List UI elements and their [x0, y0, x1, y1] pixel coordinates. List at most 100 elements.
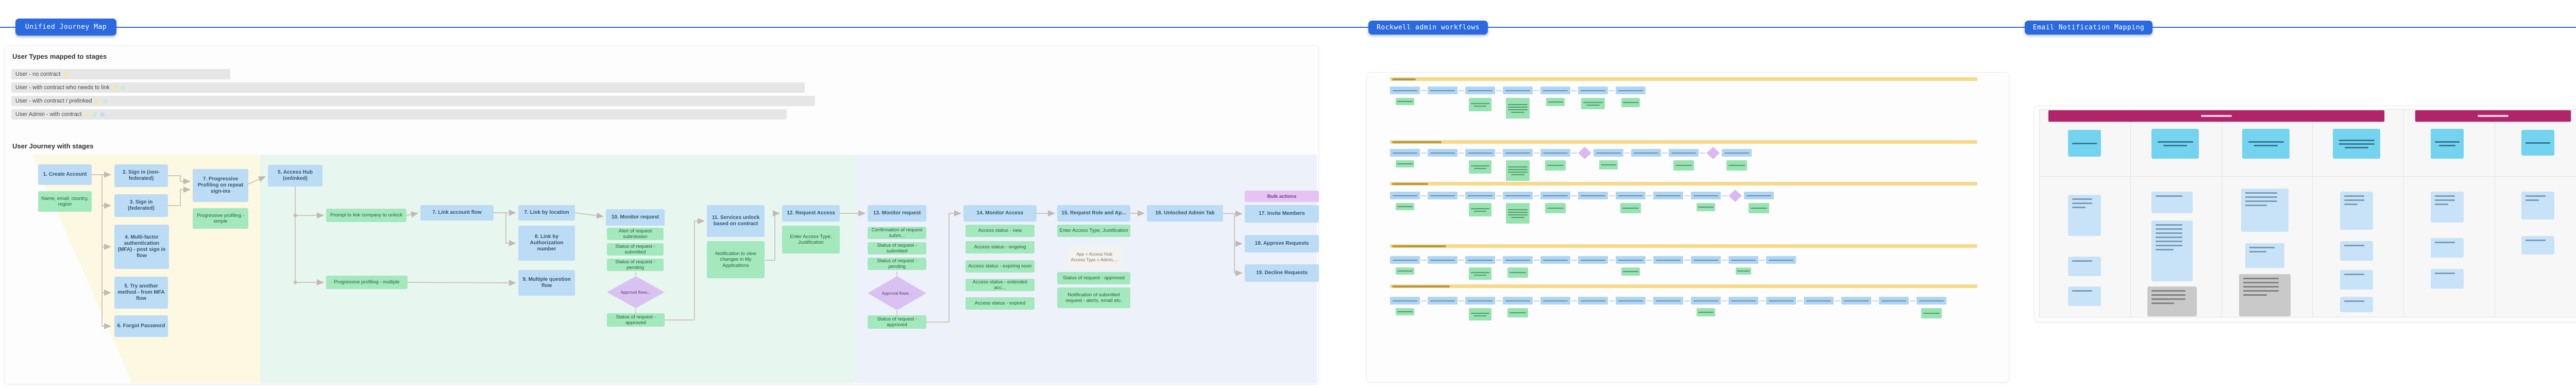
workflow-mini-node[interactable]: [1390, 256, 1420, 264]
journey-step-node[interactable]: 13. Monitor request: [868, 205, 926, 222]
workflow-mini-note[interactable]: [1469, 203, 1492, 216]
workflow-mini-node[interactable]: [1841, 297, 1871, 305]
journey-step-node[interactable]: 7. Link account flow: [420, 205, 494, 221]
workflow-mini-node[interactable]: [1804, 297, 1834, 305]
email-col-header-bar[interactable]: [2048, 110, 2384, 122]
workflow-mini-note[interactable]: [1396, 98, 1414, 105]
sticky-note-green[interactable]: Alert of request submission: [607, 228, 664, 240]
workflow-mini-node[interactable]: [1465, 256, 1495, 264]
workflow-mini-node[interactable]: [1428, 297, 1458, 305]
email-trigger-card[interactable]: [2521, 130, 2554, 156]
workflow-mini-node[interactable]: [1594, 149, 1623, 157]
workflow-mini-node[interactable]: [1766, 297, 1796, 305]
workflow-mini-node[interactable]: [1390, 192, 1420, 199]
workflow-mini-node[interactable]: [1578, 87, 1608, 94]
workflow-row-band[interactable]: [1390, 182, 1977, 185]
workflow-mini-node[interactable]: [1879, 297, 1909, 305]
workflow-mini-note[interactable]: [1396, 160, 1414, 167]
workflow-mini-node[interactable]: [1578, 297, 1608, 305]
user-type-bar[interactable]: User - with contract / prelinked: [11, 96, 815, 106]
sticky-note-green[interactable]: Access status - expired: [965, 297, 1035, 310]
workflow-mini-node[interactable]: [1691, 297, 1721, 305]
workflow-row-band[interactable]: [1390, 140, 1977, 144]
journey-step-node[interactable]: 3. Sign in (federated): [114, 194, 168, 217]
workflow-mini-note[interactable]: [1921, 308, 1942, 318]
sticky-note-green[interactable]: Enter Access Type, Justification: [1057, 225, 1130, 237]
email-trigger-card[interactable]: [2242, 129, 2290, 159]
workflow-mini-node[interactable]: [1503, 149, 1533, 157]
journey-step-node[interactable]: 11. Services unlock based on contract: [707, 205, 765, 237]
sticky-note-green[interactable]: Access status - extended acc...: [965, 279, 1035, 291]
sticky-note-green[interactable]: Status of request - approved: [868, 315, 926, 329]
workflow-mini-node[interactable]: [1917, 297, 1946, 305]
workflow-mini-node[interactable]: [1616, 87, 1646, 94]
workflow-mini-node[interactable]: [1616, 256, 1646, 264]
workflow-mini-node[interactable]: [1390, 149, 1420, 157]
workflow-mini-note[interactable]: [1506, 203, 1530, 224]
email-note-card[interactable]: [2340, 241, 2373, 261]
workflow-mini-node[interactable]: [1465, 149, 1495, 157]
email-note-card[interactable]: [2068, 286, 2101, 306]
workflow-mini-node[interactable]: [1390, 297, 1420, 305]
workflow-mini-note[interactable]: [1469, 308, 1492, 320]
email-note-card[interactable]: [2151, 192, 2193, 213]
section-label-pill[interactable]: Unified Journey Map: [15, 19, 116, 36]
sticky-note-green[interactable]: Status of request - pending: [607, 259, 664, 271]
email-note-card[interactable]: [2431, 269, 2464, 289]
journey-step-node[interactable]: 16. Unlocked Admin Tab: [1147, 205, 1223, 222]
email-trigger-card[interactable]: [2068, 130, 2101, 157]
workflow-mini-node[interactable]: [1631, 149, 1661, 157]
workflow-mini-note[interactable]: [1620, 203, 1641, 213]
email-trigger-card[interactable]: [2333, 129, 2380, 159]
journey-step-node[interactable]: 6. Forgot Password: [114, 315, 168, 337]
email-note-card[interactable]: [2431, 238, 2464, 258]
sticky-note-green[interactable]: Name, email, country, region: [38, 191, 92, 212]
workflow-mini-node[interactable]: [1503, 87, 1533, 94]
email-note-card[interactable]: [2521, 192, 2554, 220]
sticky-note-green[interactable]: Progressive profiling - simple: [193, 208, 248, 229]
email-note-card[interactable]: [2340, 270, 2373, 290]
workflow-mini-node[interactable]: [1428, 87, 1458, 94]
workflow-mini-node[interactable]: [1428, 149, 1458, 157]
workflow-mini-node[interactable]: [1728, 297, 1758, 305]
workflow-mini-node[interactable]: [1428, 256, 1458, 264]
email-note-card[interactable]: [2068, 195, 2101, 236]
journey-step-node[interactable]: 14. Monitor Access: [963, 205, 1037, 222]
section-label-pill[interactable]: Email Notification Mapping: [2025, 21, 2153, 35]
email-trigger-card[interactable]: [2431, 129, 2464, 159]
workflow-mini-node[interactable]: [1540, 149, 1570, 157]
email-note-card[interactable]: [2340, 297, 2373, 312]
workflow-mini-note[interactable]: [1545, 160, 1566, 171]
email-col-header-bar[interactable]: [2415, 110, 2571, 122]
user-type-bar[interactable]: User - no contract: [11, 69, 230, 79]
workflow-mini-node[interactable]: [1744, 192, 1774, 199]
email-note-card[interactable]: [2431, 192, 2464, 223]
workflow-mini-node[interactable]: [1465, 192, 1495, 199]
journey-step-node[interactable]: 19. Decline Requests: [1245, 264, 1319, 282]
sticky-note-green[interactable]: Prompt to link company to unlock: [326, 209, 406, 222]
sticky-note-green[interactable]: Status of request - pending: [868, 258, 926, 270]
journey-step-node[interactable]: 18. Approve Requests: [1245, 235, 1319, 252]
workflow-mini-note[interactable]: [1469, 160, 1492, 174]
email-note-card[interactable]: [2151, 221, 2193, 281]
workflow-mini-note[interactable]: [1697, 308, 1715, 316]
workflow-mini-node[interactable]: [1766, 256, 1796, 264]
workflow-mini-node[interactable]: [1722, 149, 1752, 157]
sticky-note-green[interactable]: Notification to view changes in My Appli…: [707, 241, 765, 278]
workflow-mini-node[interactable]: [1691, 256, 1721, 264]
workflow-mini-node[interactable]: [1428, 192, 1458, 199]
journey-step-node[interactable]: 7. Link by location: [518, 205, 575, 221]
workflow-mini-note[interactable]: [1546, 98, 1565, 106]
journey-step-node[interactable]: 12. Request Access: [782, 205, 840, 222]
workflow-mini-node[interactable]: [1540, 87, 1570, 94]
workflow-row-band[interactable]: [1390, 77, 1977, 81]
workflow-mini-node[interactable]: [1503, 256, 1533, 264]
workflow-mini-note[interactable]: [1545, 203, 1566, 213]
workflow-mini-note[interactable]: [1581, 98, 1605, 109]
sticky-note-gray[interactable]: App = Access Hub Access Type = Admin,...: [1067, 246, 1121, 268]
workflow-mini-node[interactable]: [1390, 87, 1420, 94]
sticky-note-green[interactable]: Access status - ongoing: [965, 241, 1035, 254]
email-note-card[interactable]: [2521, 236, 2554, 255]
email-note-card[interactable]: [2241, 189, 2289, 232]
workflow-mini-node[interactable]: [1540, 297, 1570, 305]
